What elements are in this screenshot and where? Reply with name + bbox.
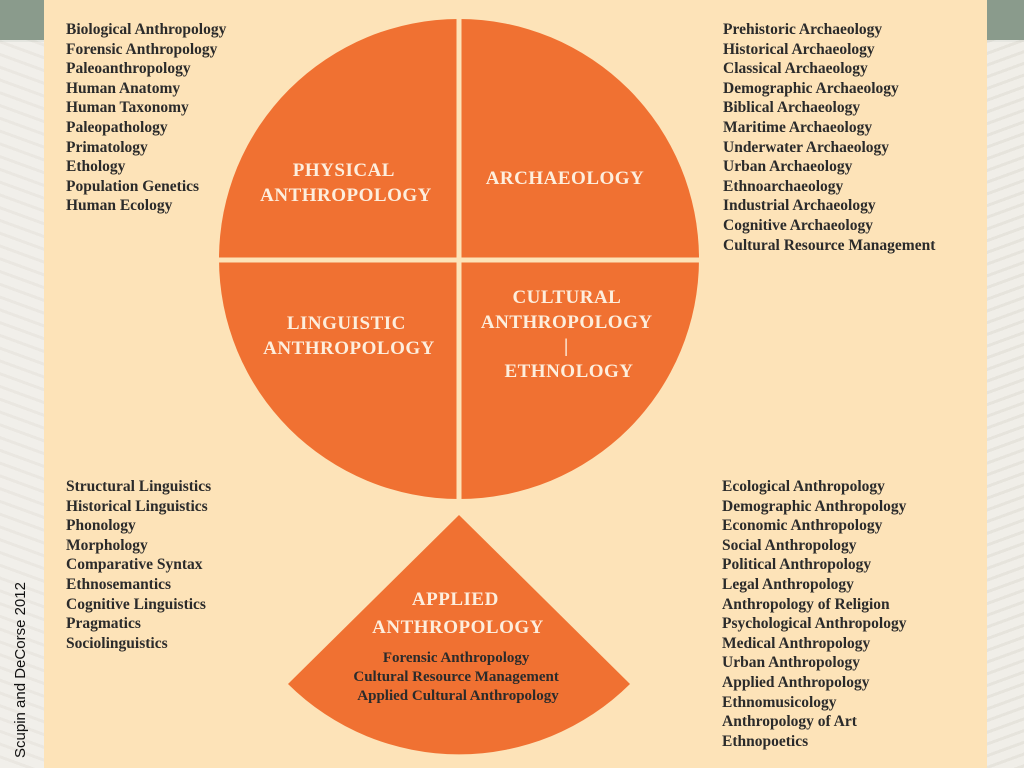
applied-subfield-item: Applied Cultural Anthropology <box>357 688 559 704</box>
subfield-item: Human Anatomy <box>66 79 181 97</box>
subfield-item: Demographic Anthropology <box>722 497 907 515</box>
subfield-item: Anthropology of Art <box>722 713 857 731</box>
subfield-item: Prehistoric Archaeology <box>723 21 883 38</box>
subfield-item: Economic Anthropology <box>722 517 883 535</box>
subfield-item: Social Anthropology <box>722 536 857 554</box>
subfield-item: Biological Anthropology <box>66 21 227 38</box>
subfield-item: Cognitive Linguistics <box>66 595 206 613</box>
applied-label-line: ANTHROPOLOGY <box>372 617 544 638</box>
cultural-label-separator: | <box>564 336 569 357</box>
applied-wedge <box>288 515 630 755</box>
linguistic-anthropology-label: LINGUISTIC ANTHROPOLOGY <box>263 313 435 359</box>
subfield-item: Classical Archaeology <box>723 60 868 78</box>
subfield-item: Psychological Anthropology <box>722 615 907 633</box>
subfield-item: Political Anthropology <box>722 556 872 574</box>
subfield-item: Forensic Anthropology <box>66 40 218 58</box>
archaeology-label: ARCHAEOLOGY <box>486 168 645 189</box>
subfield-item: Paleopathology <box>66 118 168 136</box>
subfield-item: Ethnoarchaeology <box>723 177 844 195</box>
subfield-item: Morphology <box>66 536 148 554</box>
subfield-item: Anthropology of Religion <box>722 595 890 613</box>
cultural-label-line: ETHNOLOGY <box>504 361 633 382</box>
subfield-item: Applied Anthropology <box>722 673 870 691</box>
cultural-label-line: CULTURAL <box>512 287 620 308</box>
subfield-item: Historical Linguistics <box>66 497 208 515</box>
physical-anthropology-label: PHYSICAL ANTHROPOLOGY <box>260 160 432 206</box>
subfield-item: Primatology <box>66 138 148 156</box>
subfield-item: Ethnosemantics <box>66 575 172 593</box>
subfield-item: Pragmatics <box>66 615 141 633</box>
subfield-item: Industrial Archaeology <box>723 197 876 215</box>
subfield-item: Medical Anthropology <box>722 634 871 652</box>
subfield-item: Biblical Archaeology <box>723 99 861 117</box>
subfield-item: Maritime Archaeology <box>723 118 873 136</box>
subfield-item: Demographic Archaeology <box>723 79 899 97</box>
subfield-item: Structural Linguistics <box>66 478 212 495</box>
subfield-item: Paleoanthropology <box>66 60 191 78</box>
subfield-item: Underwater Archaeology <box>723 138 890 156</box>
cultural-label-line: ANTHROPOLOGY <box>481 312 653 333</box>
applied-label-line: APPLIED <box>412 589 499 610</box>
applied-anthropology-label: APPLIED ANTHROPOLOGY <box>372 589 544 638</box>
subfield-item: Human Ecology <box>66 197 173 215</box>
applied-subfield-list: Forensic Anthropology Cultural Resource … <box>353 650 562 704</box>
linguistic-label-line: ANTHROPOLOGY <box>263 338 435 359</box>
subfield-item: Population Genetics <box>66 177 200 195</box>
subfield-item: Historical Archaeology <box>723 40 875 58</box>
subfield-item: Ethnomusicology <box>722 693 837 711</box>
subfield-item: Comparative Syntax <box>66 556 203 574</box>
subfield-item: Phonology <box>66 517 136 535</box>
applied-subfield-item: Forensic Anthropology <box>383 650 530 666</box>
subfield-item: Ethology <box>66 158 126 176</box>
linguistic-label-line: LINGUISTIC <box>287 313 406 334</box>
subfield-item: Cultural Resource Management <box>723 236 936 254</box>
subfield-item: Ethnopoetics <box>722 732 809 750</box>
subfield-item: Ecological Anthropology <box>722 478 885 495</box>
subfield-item: Cognitive Archaeology <box>723 216 873 234</box>
subfield-item: Sociolinguistics <box>66 634 168 652</box>
physical-label-line: PHYSICAL <box>293 160 394 181</box>
subfield-item: Urban Archaeology <box>723 158 853 176</box>
archaeology-label-line: ARCHAEOLOGY <box>486 168 645 189</box>
cultural-anthropology-label: CULTURAL ANTHROPOLOGY | ETHNOLOGY <box>481 287 657 382</box>
subfield-item: Human Taxonomy <box>66 99 189 117</box>
applied-subfield-item: Cultural Resource Management <box>353 669 559 685</box>
subfield-item: Legal Anthropology <box>722 575 854 593</box>
background-texture-left <box>0 40 44 768</box>
subfield-item: Urban Anthropology <box>722 654 860 672</box>
physical-label-line: ANTHROPOLOGY <box>260 185 432 206</box>
